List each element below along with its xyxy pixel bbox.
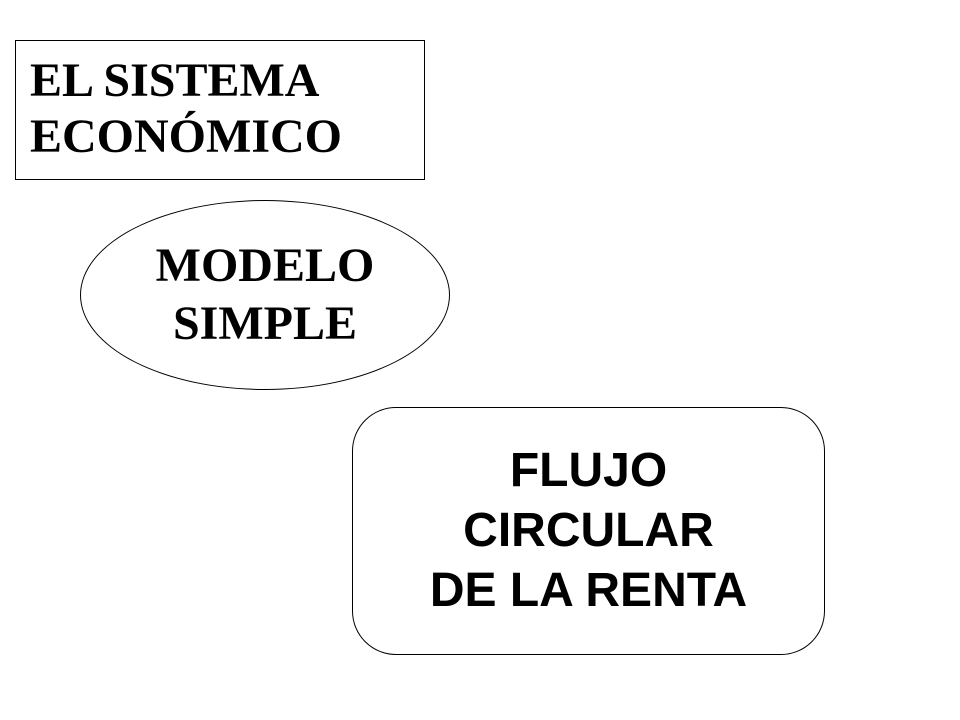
rounded-box-line-1: FLUJO — [509, 444, 668, 497]
title-box: EL SISTEMA ECONÓMICO — [15, 40, 425, 180]
title-line-1: EL SISTEMA — [30, 54, 320, 107]
rounded-box-line-3: DE LA RENTA — [429, 564, 748, 617]
title-line-2: ECONÓMICO — [30, 110, 342, 163]
rounded-box-line-2: CIRCULAR — [463, 504, 714, 557]
ellipse-line-1: MODELO — [155, 239, 375, 292]
modelo-simple-ellipse: MODELO SIMPLE — [80, 200, 450, 390]
flujo-circular-box: FLUJO CIRCULAR DE LA RENTA — [352, 407, 825, 655]
ellipse-line-2: SIMPLE — [172, 297, 358, 350]
